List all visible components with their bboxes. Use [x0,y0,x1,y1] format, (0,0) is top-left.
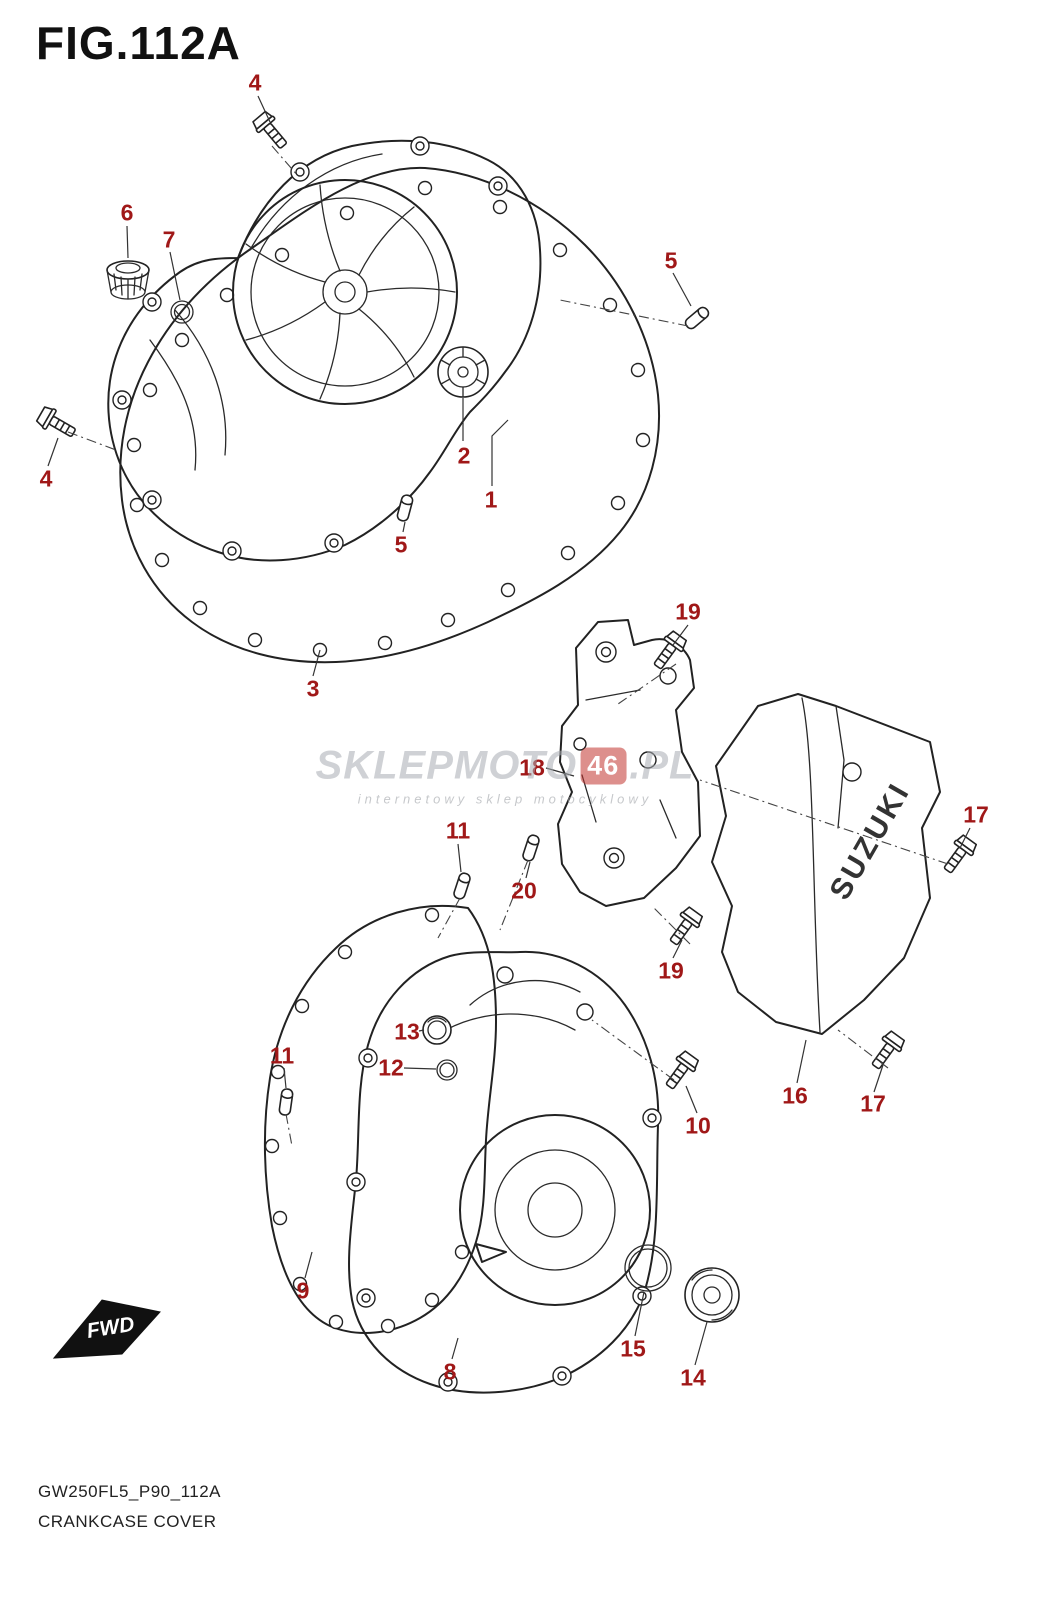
generator-cover: SUZUKI [711,693,941,1035]
magneto-cover [346,950,662,1394]
dowel-pin-part11-top [451,871,473,901]
figure-title: FIG.112A [36,17,241,69]
cap-part14 [684,1267,740,1323]
o-ring-part15 [624,1244,672,1292]
plug-part13 [422,1015,452,1045]
generator-cover-bracket [557,619,701,907]
bolt-part10 [659,1048,702,1094]
alignment-lines [67,145,949,1147]
o-ring-part7 [170,300,194,324]
fwd-arrow-icon [52,1299,161,1359]
figure-footer: GW250FL5_P90_112A CRANKCASE COVER [38,1482,221,1542]
figure-caption: CRANKCASE COVER [38,1512,217,1531]
fwd-marker: FWD [52,1292,172,1373]
clutch-cover-gasket [119,166,661,664]
bolt-part4-left [34,403,80,444]
clutch-cover [107,136,542,562]
dowel-pin-part11-left [277,1087,295,1117]
dowel-pin-part5-bottom [395,493,415,523]
o-ring-part12 [436,1059,458,1081]
oil-filler-cap-part6 [106,260,150,300]
bolt-part4-top [249,108,293,154]
bolt-part19-mid [663,904,706,950]
dowel-pin-part5-right [682,304,712,332]
magneto-cover-gasket [263,904,497,1334]
bolt-part17-right [937,832,980,878]
dowel-pin-part20 [520,833,542,863]
leader-lines [47,95,971,1366]
suzuki-logo-text: SUZUKI [823,777,916,906]
bolt-part19-top [647,628,690,674]
figure-code: GW250FL5_P90_112A [38,1482,222,1501]
